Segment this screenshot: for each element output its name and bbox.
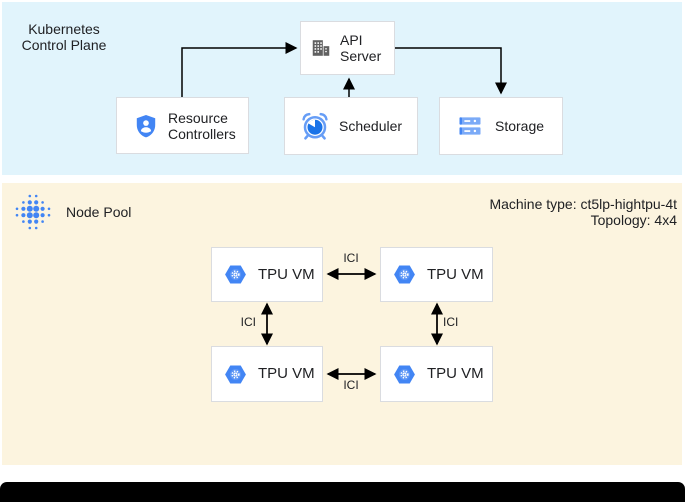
- gke-hexagon-icon: [223, 262, 248, 287]
- ici-label-left: ICI: [240, 315, 256, 329]
- topology-text: Topology: 4x4: [590, 212, 677, 228]
- resource-controllers-node: Resource Controllers: [116, 97, 249, 154]
- node-pool-panel: [2, 183, 682, 465]
- api-server-node: API Server: [300, 21, 395, 75]
- building-icon: [310, 37, 332, 59]
- machine-info: Machine type: ct5lp-hightpu-4t Topology:…: [400, 196, 677, 228]
- ici-label-right: ICI: [443, 315, 459, 329]
- api-server-label: API Server: [340, 32, 382, 64]
- tpu-vm-node-top-left: TPU VM: [211, 247, 323, 302]
- window-bottom-bar: [0, 482, 685, 502]
- gke-hexagon-icon: [392, 262, 417, 287]
- shield-user-icon: [133, 113, 159, 139]
- ici-label-bottom: ICI: [343, 378, 359, 392]
- alarm-clock-icon: [300, 111, 330, 141]
- tpu-vm-label: TPU VM: [427, 265, 484, 283]
- tpu-vm-node-bottom-right: TPU VM: [380, 346, 493, 402]
- node-pool-title: Node Pool: [66, 204, 132, 220]
- tpu-vm-label: TPU VM: [258, 365, 315, 382]
- gke-hexagon-icon: [392, 362, 417, 387]
- tpu-dots-icon: [13, 192, 53, 237]
- tpu-vm-label: TPU VM: [258, 265, 315, 283]
- server-stack-icon: [455, 112, 485, 140]
- resource-controllers-label: Resource Controllers: [168, 109, 236, 142]
- machine-type-text: Machine type: ct5lp-hightpu-4t: [489, 196, 677, 212]
- storage-label: Storage: [495, 118, 545, 134]
- ici-label-top: ICI: [343, 251, 359, 265]
- scheduler-node: Scheduler: [284, 97, 418, 155]
- tpu-vm-label: TPU VM: [427, 365, 484, 382]
- tpu-vm-node-bottom-left: TPU VM: [211, 346, 323, 402]
- gke-hexagon-icon: [223, 362, 248, 387]
- scheduler-label: Scheduler: [339, 118, 403, 134]
- control-plane-title: Kubernetes Control Plane: [21, 21, 107, 53]
- tpu-vm-node-top-right: TPU VM: [380, 247, 493, 302]
- storage-node: Storage: [439, 97, 563, 155]
